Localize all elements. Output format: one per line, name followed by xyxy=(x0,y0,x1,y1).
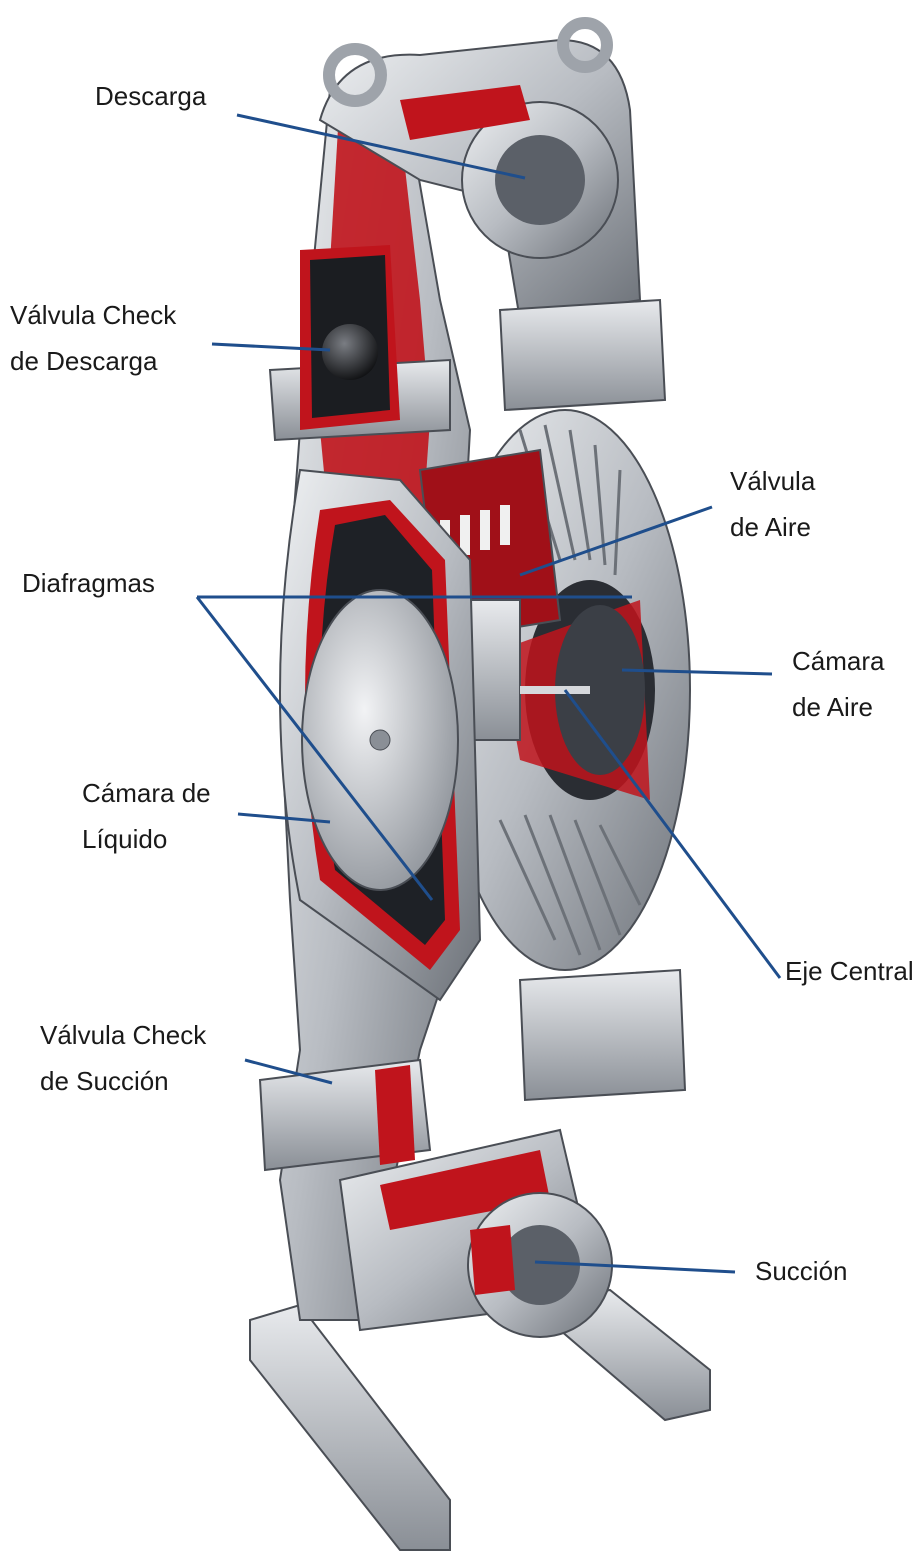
label-valvula-check-succion: Válvula Check de Succión xyxy=(40,1012,206,1104)
label-camara-aire-line2: de Aire xyxy=(792,684,884,730)
label-eje-central-text: Eje Central xyxy=(785,948,914,994)
base-feet xyxy=(250,1290,710,1550)
label-valvula-aire-line1: Válvula xyxy=(730,458,815,504)
label-camara-liquido-line2: Líquido xyxy=(82,816,211,862)
label-valvula-aire: Válvula de Aire xyxy=(730,458,815,550)
label-diafragmas-text: Diafragmas xyxy=(22,560,155,606)
label-valvula-check-succion-line2: de Succión xyxy=(40,1058,206,1104)
label-camara-aire: Cámara de Aire xyxy=(792,638,884,730)
label-diafragmas: Diafragmas xyxy=(22,560,155,606)
label-valvula-check-descarga: Válvula Check de Descarga xyxy=(10,292,176,384)
label-descarga-text: Descarga xyxy=(95,73,206,119)
label-valvula-check-descarga-line2: de Descarga xyxy=(10,338,176,384)
label-valvula-aire-line2: de Aire xyxy=(730,504,815,550)
label-descarga: Descarga xyxy=(95,73,206,119)
label-valvula-check-descarga-line1: Válvula Check xyxy=(10,292,176,338)
label-camara-liquido-line1: Cámara de xyxy=(82,770,211,816)
label-camara-liquido: Cámara de Líquido xyxy=(82,770,211,862)
label-eje-central: Eje Central xyxy=(785,948,914,994)
label-succion-text: Succión xyxy=(755,1248,848,1294)
label-valvula-check-succion-line1: Válvula Check xyxy=(40,1012,206,1058)
label-camara-aire-line1: Cámara xyxy=(792,638,884,684)
label-succion: Succión xyxy=(755,1248,848,1294)
